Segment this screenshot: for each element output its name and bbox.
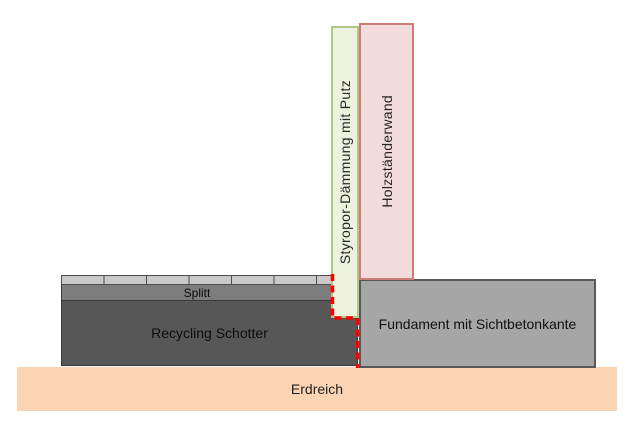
splitt-label: Splitt [183, 285, 211, 300]
gravel-label: Recycling Schotter [151, 325, 268, 341]
soil-layer: Erdreich [17, 367, 617, 411]
gravel-block: Recycling Schotter [61, 300, 358, 366]
timber-stud-wall-strip: Holzständerwand [359, 23, 414, 280]
soil-label: Erdreich [290, 381, 344, 397]
insulation-strip: Styropor-Dämmung mit Putz [331, 26, 359, 318]
paver-strip [61, 275, 333, 285]
insulation-label: Styropor-Dämmung mit Putz [337, 79, 353, 265]
wall-label: Holzständerwand [378, 95, 395, 208]
foundation-block: Fundament mit Sichtbetonkante [359, 279, 596, 368]
splitt-layer: Splitt [61, 284, 333, 301]
foundation-label: Fundament mit Sichtbetonkante [378, 315, 577, 332]
